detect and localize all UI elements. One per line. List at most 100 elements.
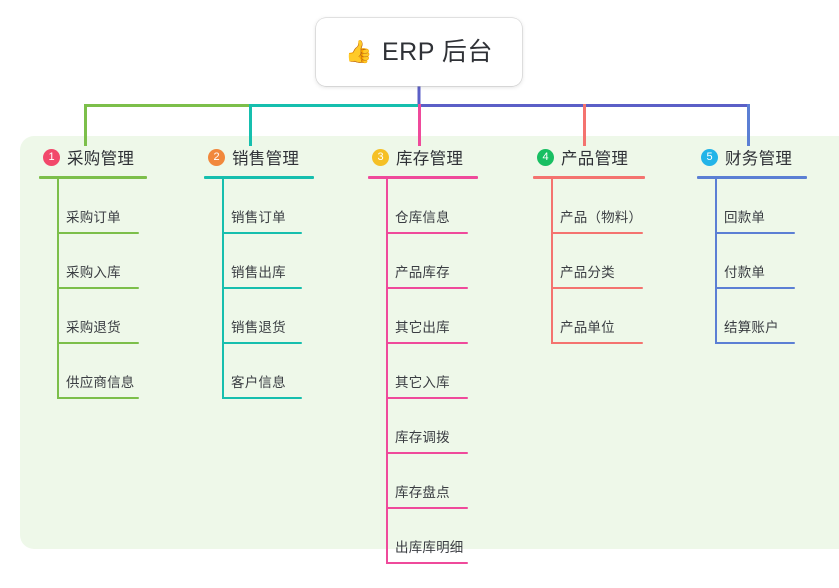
branch-item-underline <box>57 396 139 399</box>
branch-underline <box>204 176 314 179</box>
branch-number-badge: 3 <box>372 148 389 166</box>
branch-item-underline <box>551 231 643 234</box>
branch-item-list: 仓库信息产品库存其它出库其它入库库存调拨库存盘点出库库明细 <box>368 178 478 564</box>
branch-item[interactable]: 采购订单 <box>39 179 147 234</box>
branch-spine <box>551 178 553 344</box>
branch-spine <box>222 178 224 399</box>
branch-column-3: 3 库存管理仓库信息产品库存其它出库其它入库库存调拨库存盘点出库库明细 <box>368 145 478 564</box>
branch-title: 销售管理 <box>232 150 300 168</box>
branch-item[interactable]: 库存调拨 <box>368 399 478 454</box>
branch-number-badge: 4 <box>537 148 554 166</box>
branch-item-label: 其它入库 <box>395 374 450 390</box>
branch-item-label: 采购退货 <box>66 319 121 335</box>
branch-item-label: 销售退货 <box>231 319 286 335</box>
branch-item-list: 销售订单销售出库销售退货客户信息 <box>204 178 314 399</box>
branch-item-underline <box>57 231 139 234</box>
branch-header-5[interactable]: 5 财务管理 <box>697 145 807 169</box>
branch-header-1[interactable]: 1 采购管理 <box>39 145 147 169</box>
branch-item[interactable]: 销售订单 <box>204 179 314 234</box>
branch-item[interactable]: 采购退货 <box>39 289 147 344</box>
root-title-text: ERP 后台 <box>382 37 493 66</box>
branch-spine <box>715 178 717 344</box>
branch-item[interactable]: 回款单 <box>697 179 807 234</box>
branch-item-underline <box>551 341 643 344</box>
branch-item-underline <box>715 341 795 344</box>
branch-item-underline <box>715 286 795 289</box>
branch-header-3[interactable]: 3 库存管理 <box>368 145 478 169</box>
branch-title: 产品管理 <box>561 150 629 168</box>
branch-column-4: 4 产品管理产品（物料） 产品分类产品单位 <box>533 145 645 344</box>
branch-item-underline <box>222 396 302 399</box>
branch-title: 采购管理 <box>67 150 135 168</box>
branch-spine <box>386 178 388 564</box>
branch-item-label: 其它出库 <box>395 319 450 335</box>
branch-item[interactable]: 产品库存 <box>368 234 478 289</box>
branch-item-label: 库存调拨 <box>395 429 450 445</box>
branch-item-label: 库存盘点 <box>395 484 450 500</box>
branch-item-label: 采购订单 <box>66 209 121 225</box>
branch-item[interactable]: 结算账户 <box>697 289 807 344</box>
branch-item-label: 客户信息 <box>231 374 286 390</box>
branch-item[interactable]: 产品单位 <box>533 289 645 344</box>
branch-item-underline <box>386 561 468 564</box>
branch-item-label: 供应商信息 <box>66 374 135 390</box>
root-node-label: 👍 ERP 后台 <box>345 37 493 66</box>
branch-header-2[interactable]: 2 销售管理 <box>204 145 314 169</box>
thumbs-up-icon: 👍 <box>345 39 373 64</box>
branch-item[interactable]: 采购入库 <box>39 234 147 289</box>
branch-item-label: 产品分类 <box>560 264 615 280</box>
branch-item-label: 产品库存 <box>395 264 450 280</box>
branch-item-underline <box>715 231 795 234</box>
root-node[interactable]: 👍 ERP 后台 <box>316 18 522 86</box>
branch-item[interactable]: 供应商信息 <box>39 344 147 399</box>
branch-item-underline <box>386 231 468 234</box>
branch-item[interactable]: 付款单 <box>697 234 807 289</box>
branch-number-badge: 2 <box>208 148 225 166</box>
branch-underline <box>368 176 478 179</box>
branch-item-underline <box>386 341 468 344</box>
branch-item-label: 产品（物料） <box>560 209 643 225</box>
branch-item[interactable]: 客户信息 <box>204 344 314 399</box>
branch-item-label: 产品单位 <box>560 319 615 335</box>
branch-item-underline <box>386 506 468 509</box>
branch-item-label: 结算账户 <box>724 319 779 335</box>
branch-item[interactable]: 销售退货 <box>204 289 314 344</box>
branch-item-underline <box>57 341 139 344</box>
branch-header-4[interactable]: 4 产品管理 <box>533 145 645 169</box>
branch-underline <box>533 176 645 179</box>
branch-title: 库存管理 <box>396 150 464 168</box>
branch-item-label: 出库库明细 <box>395 539 464 555</box>
branch-item-underline <box>551 286 643 289</box>
branch-item[interactable]: 出库库明细 <box>368 509 478 564</box>
branch-item-underline <box>222 341 302 344</box>
branch-item[interactable]: 产品分类 <box>533 234 645 289</box>
branch-underline <box>697 176 807 179</box>
branch-item-label: 仓库信息 <box>395 209 450 225</box>
branch-number-badge: 1 <box>43 148 60 166</box>
branch-item[interactable]: 库存盘点 <box>368 454 478 509</box>
branch-item[interactable]: 其它出库 <box>368 289 478 344</box>
branch-item-underline <box>386 396 468 399</box>
branch-item-underline <box>222 286 302 289</box>
branch-title: 财务管理 <box>725 150 793 168</box>
branch-item-underline <box>386 451 468 454</box>
branch-item-underline <box>222 231 302 234</box>
branch-item[interactable]: 产品（物料） <box>533 179 645 234</box>
branch-number-badge: 5 <box>701 148 718 166</box>
branch-column-1: 1 采购管理采购订单采购入库采购退货供应商信息 <box>39 145 147 399</box>
branch-item[interactable]: 销售出库 <box>204 234 314 289</box>
branch-item[interactable]: 仓库信息 <box>368 179 478 234</box>
branch-item-list: 产品（物料） 产品分类产品单位 <box>533 178 645 344</box>
branch-item-underline <box>386 286 468 289</box>
branch-spine <box>57 178 59 399</box>
branch-item-label: 销售订单 <box>231 209 286 225</box>
branch-item-list: 采购订单采购入库采购退货供应商信息 <box>39 178 147 399</box>
branch-column-5: 5 财务管理回款单付款单结算账户 <box>697 145 807 344</box>
branch-item[interactable]: 其它入库 <box>368 344 478 399</box>
branch-item-underline <box>57 286 139 289</box>
branch-item-label: 回款单 <box>724 209 766 225</box>
branch-underline <box>39 176 147 179</box>
branch-item-label: 采购入库 <box>66 264 121 280</box>
branch-item-list: 回款单付款单结算账户 <box>697 178 807 344</box>
